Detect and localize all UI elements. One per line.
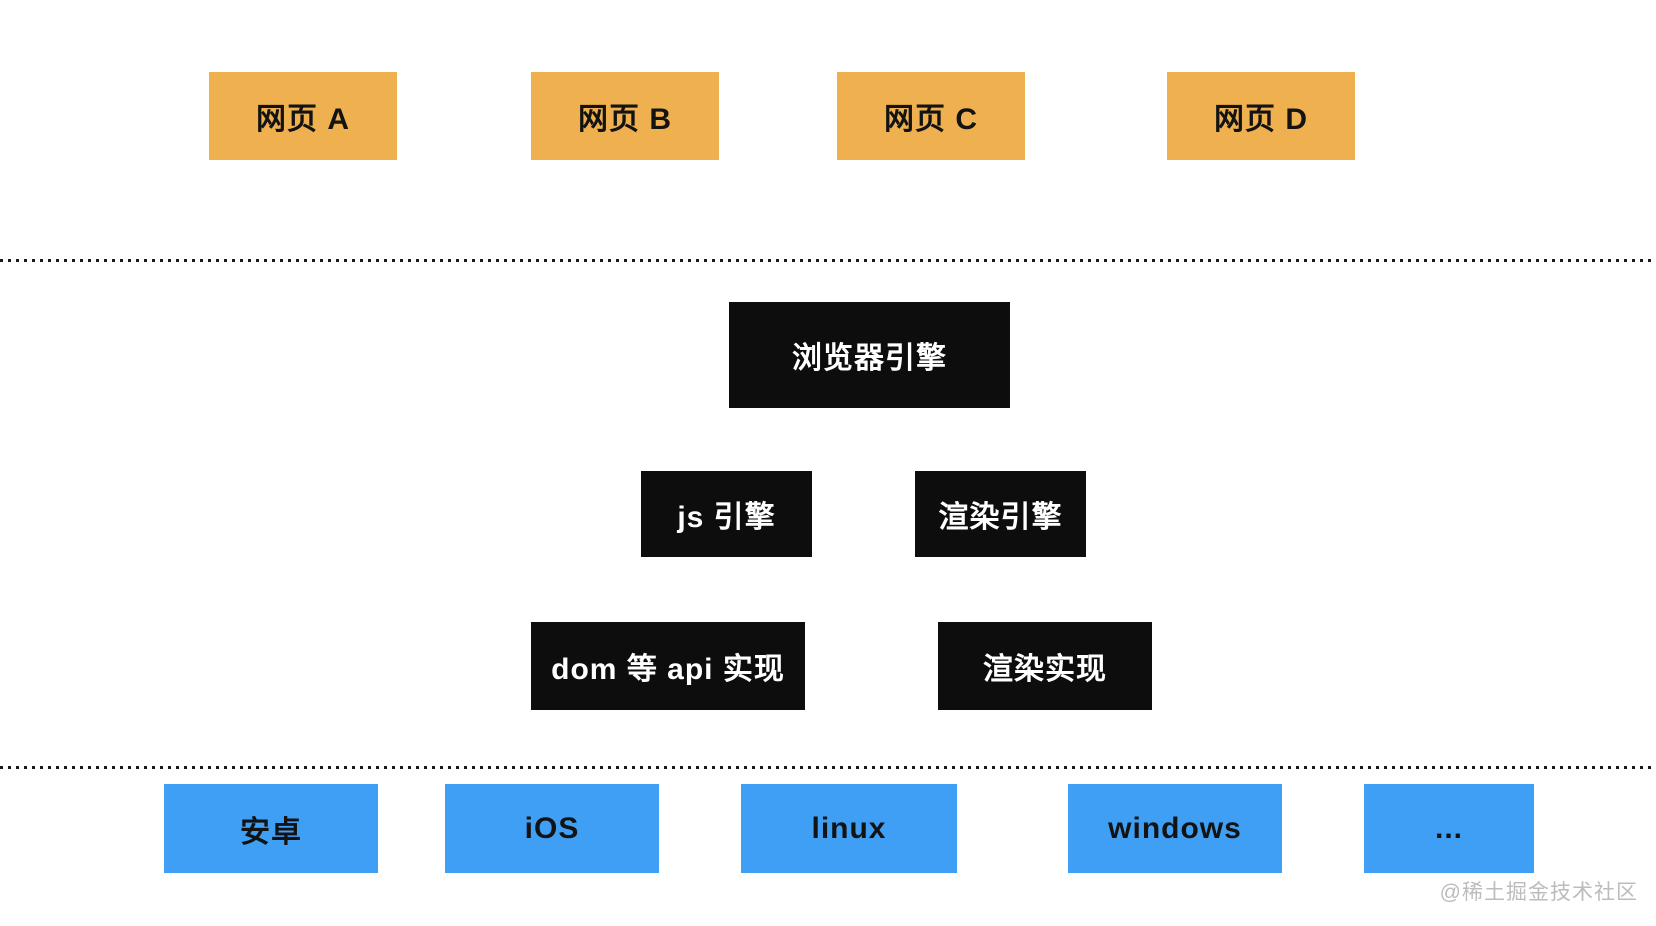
node-dom-api-impl: dom 等 api 实现 <box>531 622 805 710</box>
node-platform-ios: iOS <box>445 784 659 873</box>
node-platform-linux: linux <box>741 784 957 873</box>
node-platform-android: 安卓 <box>164 784 378 873</box>
node-webpage-a: 网页 A <box>209 72 397 160</box>
node-webpage-c: 网页 C <box>837 72 1025 160</box>
node-platform-windows: windows <box>1068 784 1282 873</box>
node-webpage-b: 网页 B <box>531 72 719 160</box>
node-webpage-d: 网页 D <box>1167 72 1355 160</box>
divider-dotted-bottom <box>0 766 1656 769</box>
node-platform-more: ... <box>1364 784 1534 873</box>
node-render-engine: 渲染引擎 <box>915 471 1086 557</box>
watermark: @稀土掘金技术社区 <box>1439 881 1638 904</box>
divider-dotted-top <box>0 259 1656 262</box>
node-render-impl: 渲染实现 <box>938 622 1152 710</box>
node-js-engine: js 引擎 <box>641 471 812 557</box>
node-browser-engine: 浏览器引擎 <box>729 302 1010 408</box>
